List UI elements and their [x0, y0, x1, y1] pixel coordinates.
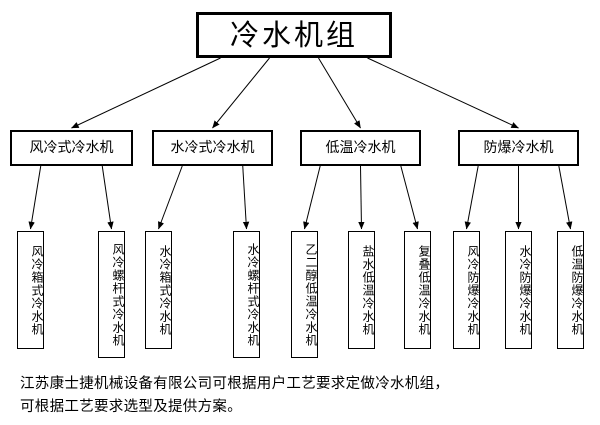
- node-leaf-cascade-low-temperature[interactable]: 复叠低温冷水机: [404, 231, 431, 349]
- node-root-chiller-unit[interactable]: 冷水机组: [196, 12, 392, 58]
- node-leaf-air-cooled-screw-type[interactable]: 风冷螺杆式冷水机: [98, 231, 125, 358]
- node-leaf-glycol-low-temperature[interactable]: 乙二醇低温冷水机: [291, 231, 318, 358]
- node-leaf-low-temperature-explosion-proof[interactable]: 低温防爆冷水机: [557, 231, 584, 349]
- node-category-low-temperature[interactable]: 低温冷水机: [300, 130, 421, 166]
- node-leaf-air-cooled-explosion-proof[interactable]: 风冷防爆冷水机: [453, 231, 480, 349]
- node-category-air-cooled[interactable]: 风冷式冷水机: [10, 130, 133, 166]
- node-leaf-water-cooled-box-type[interactable]: 水冷箱式冷水机: [145, 231, 172, 349]
- node-category-explosion-proof[interactable]: 防爆冷水机: [458, 130, 579, 166]
- node-leaf-water-cooled-explosion-proof[interactable]: 水冷防爆冷水机: [505, 231, 532, 349]
- node-leaf-brine-low-temperature[interactable]: 盐水低温冷水机: [348, 231, 375, 349]
- node-leaf-water-cooled-screw-type[interactable]: 水冷螺杆式冷水机: [233, 231, 260, 358]
- caption-block: 江苏康士捷机械设备有限公司可根据用户工艺要求定做冷水机组， 可根据工艺要求选型及…: [20, 373, 586, 420]
- caption-line-1: 江苏康士捷机械设备有限公司可根据用户工艺要求定做冷水机组，: [20, 376, 450, 392]
- node-category-water-cooled[interactable]: 水冷式冷水机: [152, 130, 273, 166]
- caption-line-2: 可根据工艺要求选型及提供方案。: [20, 399, 242, 416]
- node-leaf-air-cooled-box-type[interactable]: 风冷箱式冷水机: [17, 231, 44, 349]
